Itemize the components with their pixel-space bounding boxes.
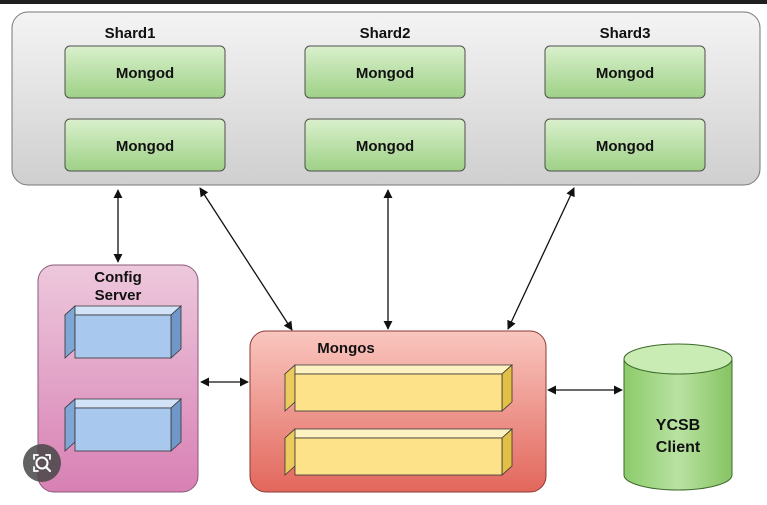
mongod-label: Mongod <box>116 65 174 82</box>
shard3-title: Shard3 <box>600 25 651 42</box>
mongod-label: Mongod <box>596 138 654 155</box>
arrow-shard1-mongos <box>199 187 293 331</box>
config-data-block-1 <box>63 305 183 359</box>
shard1-title: Shard1 <box>105 25 156 42</box>
mongod-label: Mongod <box>596 65 654 82</box>
config-server-title-line1: Config <box>94 269 141 286</box>
config-server-title-line2: Server <box>95 287 142 304</box>
config-data-block-2 <box>63 398 183 452</box>
shard1-mongod-1 <box>64 45 226 99</box>
top-border <box>0 0 767 4</box>
shard2-mongod-1 <box>304 45 466 99</box>
ycsb-client-label-line1: YCSB <box>656 417 700 434</box>
shard1-mongod-2 <box>64 118 226 172</box>
mongod-label: Mongod <box>356 65 414 82</box>
mongod-label: Mongod <box>356 138 414 155</box>
mongos-router-block-1 <box>283 364 514 412</box>
shard2-title: Shard2 <box>360 25 411 42</box>
ycsb-client-cylinder <box>623 343 733 491</box>
mongod-label: Mongod <box>116 138 174 155</box>
arrow-shard3-mongos <box>507 187 575 330</box>
mongos-title: Mongos <box>317 340 375 357</box>
lens-glyph <box>33 454 52 473</box>
shard2-mongod-2 <box>304 118 466 172</box>
ycsb-client-label-line2: Client <box>656 439 701 456</box>
shard3-mongod-2 <box>544 118 706 172</box>
mongos-router-block-2 <box>283 428 514 476</box>
lens-search-icon[interactable] <box>23 444 61 482</box>
shard3-mongod-1 <box>544 45 706 99</box>
